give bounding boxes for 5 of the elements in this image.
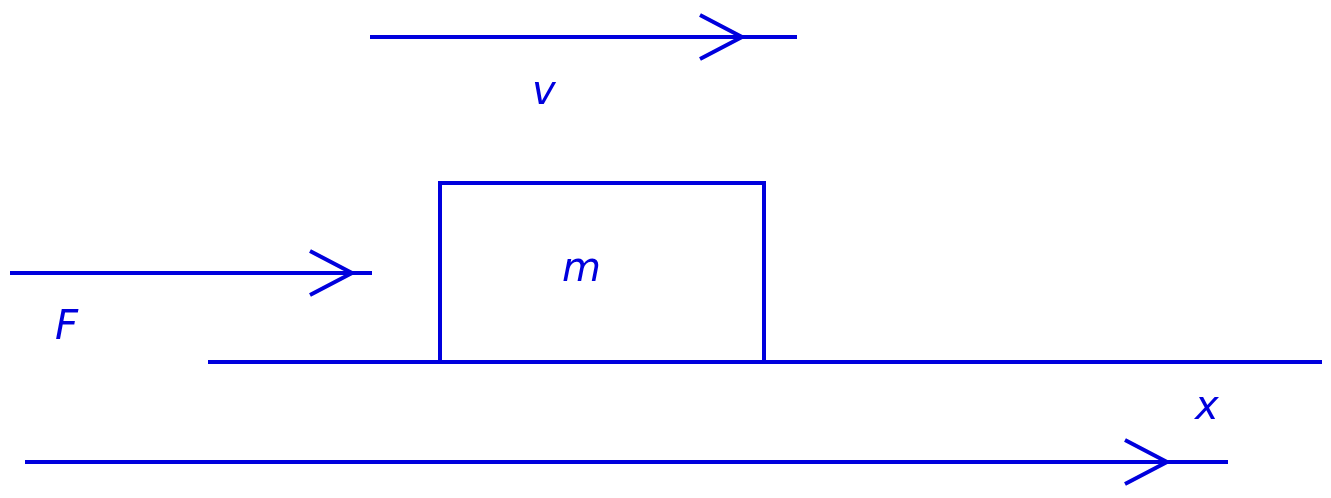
block [438,181,766,362]
force-label: F [55,305,78,345]
velocity-label: v [532,70,556,110]
axis-label: x [1195,385,1219,425]
mass-label: m [562,247,601,287]
